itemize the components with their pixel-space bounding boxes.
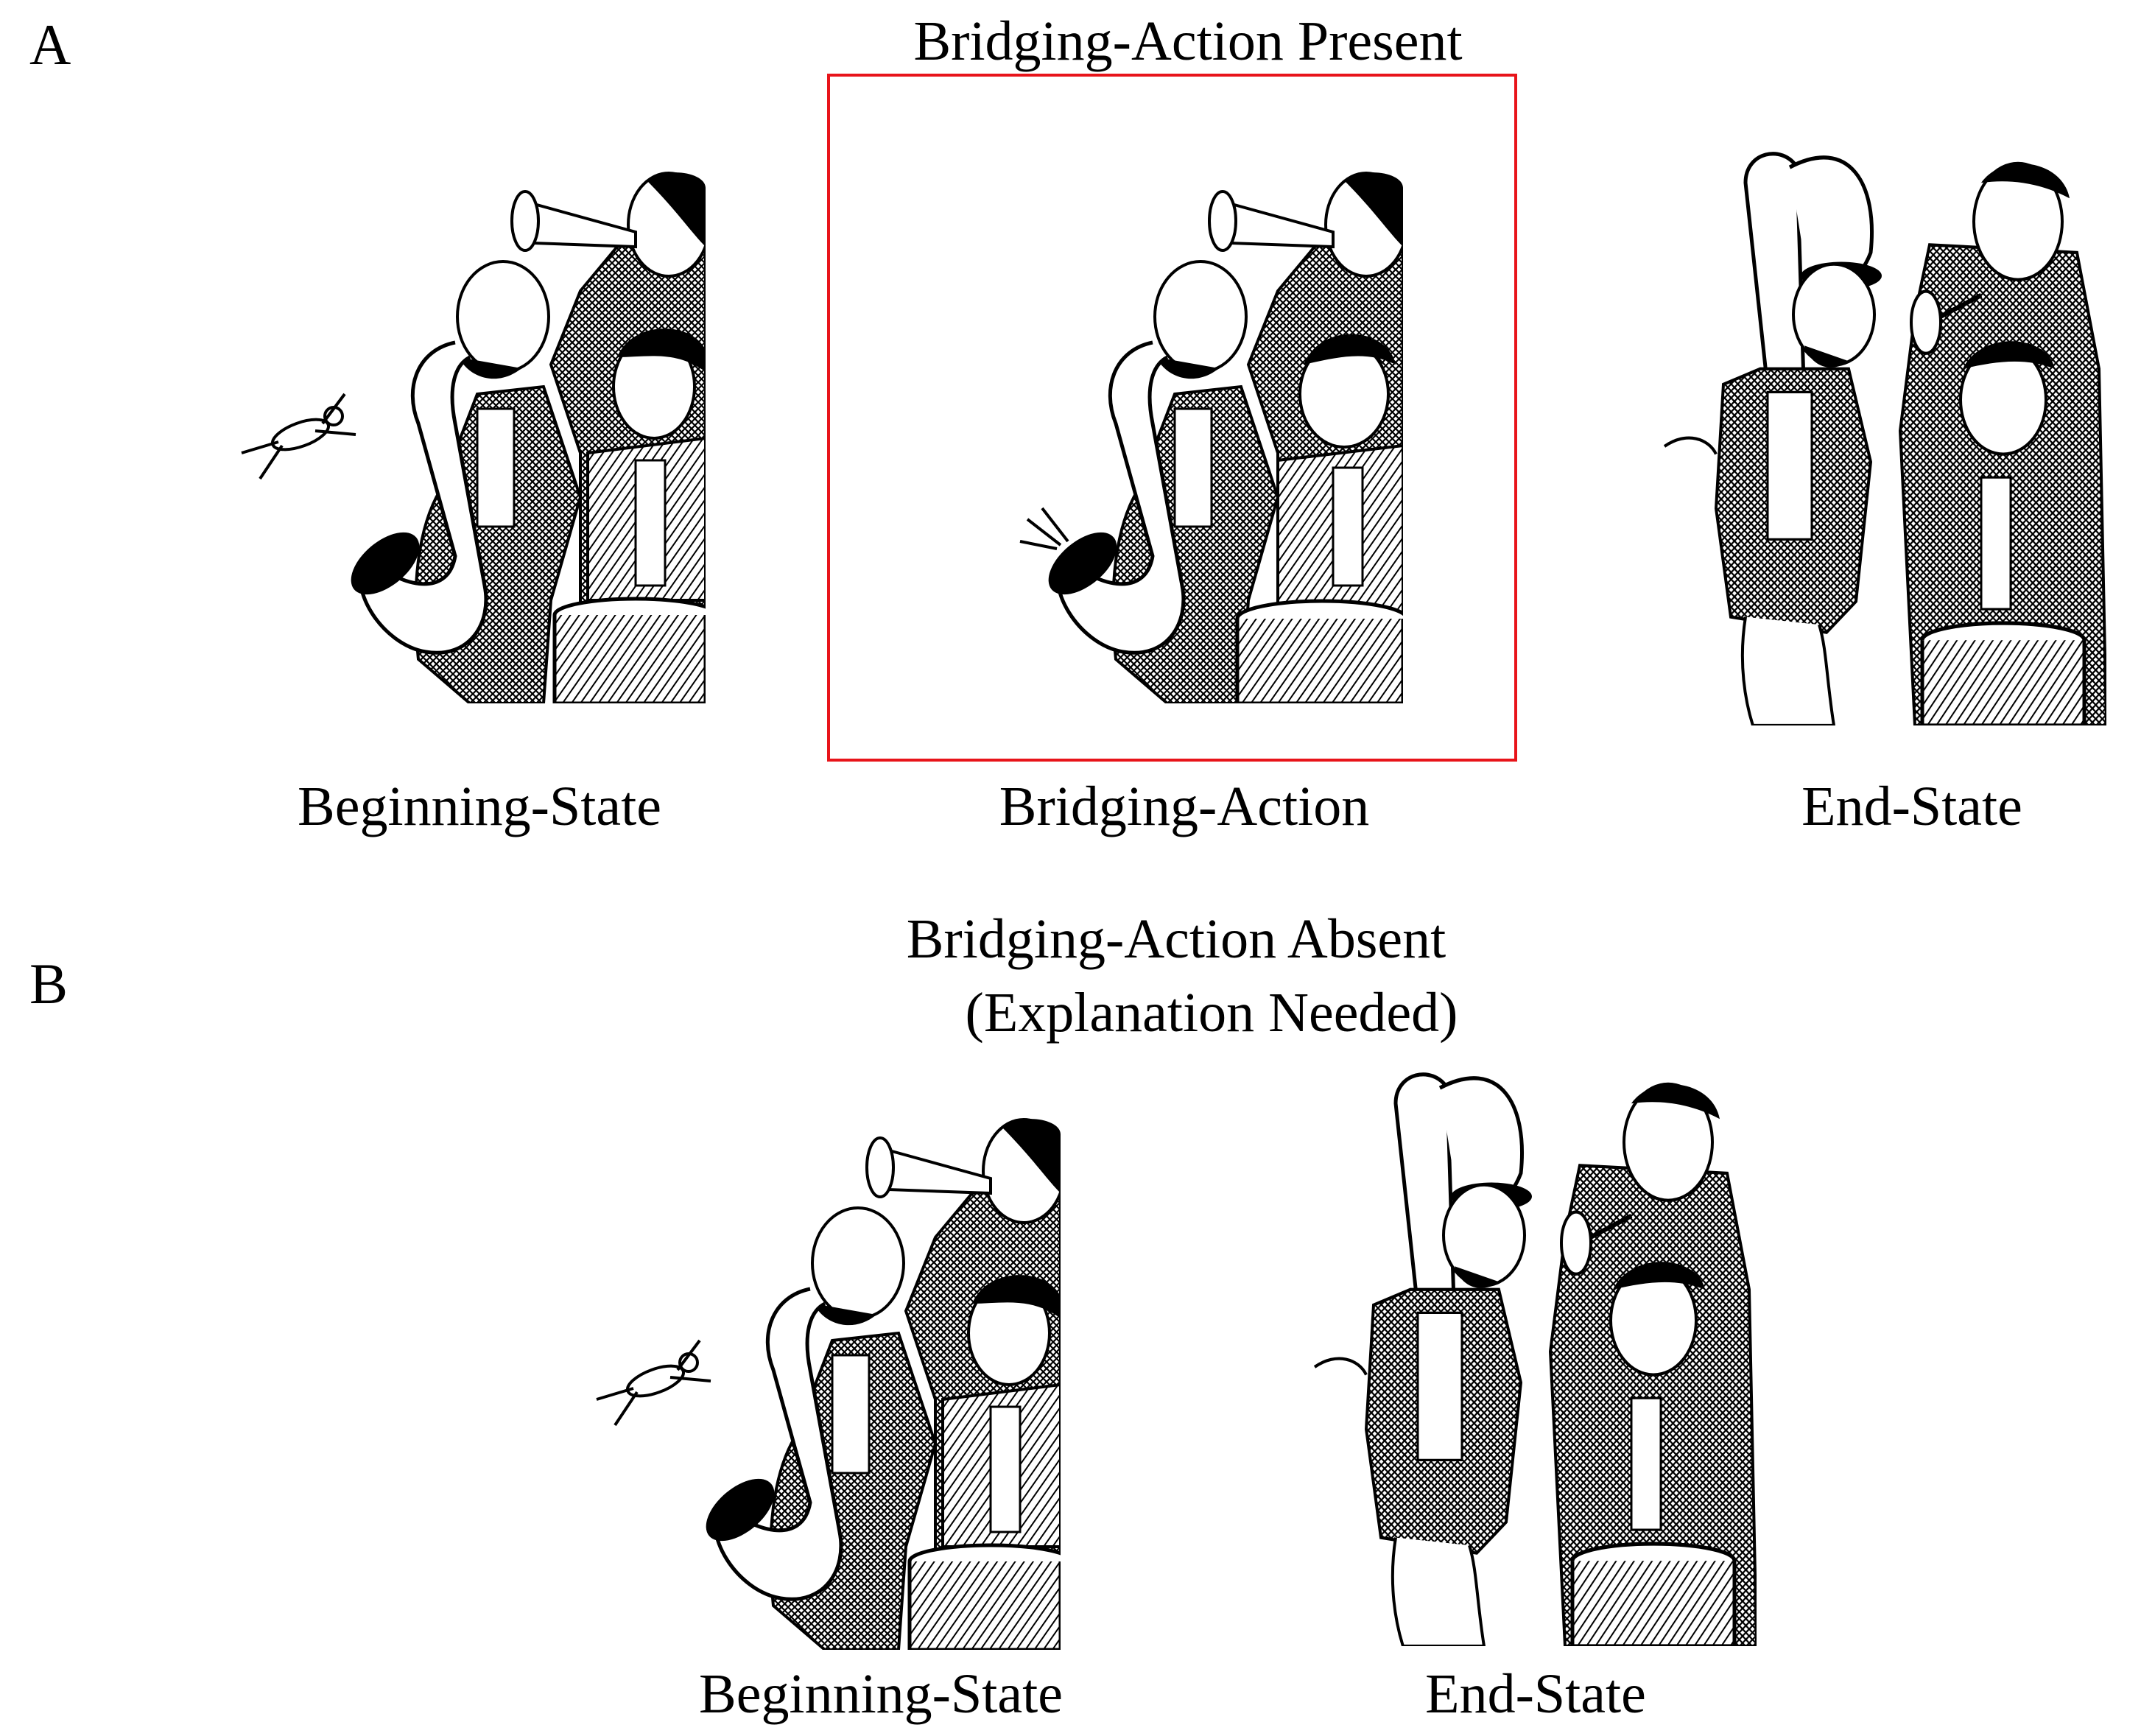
section-b-letter: B [29, 952, 68, 1016]
section-b-title-line-1: Bridging-Action Absent [906, 908, 1446, 970]
a-beginning-state-illustration [234, 144, 706, 703]
b-caption-end-state: End-State [1425, 1663, 1646, 1725]
bridging-action-highlight-frame [827, 74, 1517, 762]
section-a-title: Bridging-Action Present [913, 10, 1463, 72]
a-caption-end-state: End-State [1801, 776, 2022, 837]
a-caption-bridging-action: Bridging-Action [999, 776, 1370, 837]
section-b-title-line-2: (Explanation Needed) [965, 982, 1458, 1044]
b-beginning-state-illustration [589, 1090, 1061, 1650]
a-caption-beginning-state: Beginning-State [298, 776, 661, 837]
section-a-letter: A [29, 13, 71, 77]
a-end-state-illustration [1635, 136, 2106, 725]
a-bridging-action-illustration [932, 144, 1403, 703]
b-caption-beginning-state: Beginning-State [699, 1663, 1063, 1725]
b-end-state-illustration [1285, 1057, 1757, 1646]
